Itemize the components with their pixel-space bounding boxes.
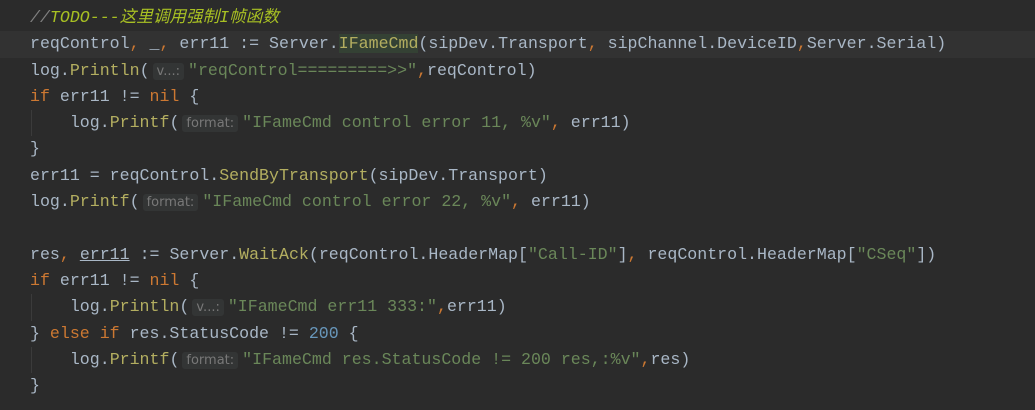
code-token: _ [139, 34, 160, 54]
indent-guide [31, 346, 32, 374]
code-token: err11 := Server. [169, 34, 339, 54]
code-token: ( [169, 349, 180, 369]
code-line[interactable]: log.Printf(format:"IFameCmd control erro… [0, 110, 1035, 137]
code-token: res.StatusCode != [119, 323, 309, 343]
code-line[interactable]: log.Println(v...:"IFameCmd err11 333:",e… [0, 294, 1035, 321]
code-line[interactable]: log.Println(v...:"reqControl=========>>"… [0, 58, 1035, 84]
code-token: TODO---这里调用强制I帧函数 [49, 8, 279, 27]
code-line[interactable]: } [0, 136, 1035, 162]
code-token: , [436, 297, 447, 317]
code-token: if [30, 86, 50, 106]
indent-guide [31, 110, 32, 137]
code-line[interactable]: if err11 != nil { [0, 84, 1035, 110]
code-token: sipChannel.DeviceID [597, 34, 797, 54]
code-token: nil [149, 270, 180, 290]
code-token: ( [179, 297, 190, 317]
code-token: ]) [916, 244, 937, 264]
code-token: WaitAck [239, 244, 309, 264]
code-token: if [30, 270, 50, 290]
code-token: { [338, 323, 359, 343]
code-token: } [30, 139, 40, 159]
code-token: "reqControl=========>>" [188, 60, 418, 80]
code-line[interactable]: res, err11 := Server.WaitAck(reqControl.… [0, 242, 1035, 268]
code-token: err11 [79, 244, 130, 264]
code-token: nil [149, 86, 180, 106]
code-token: "CSeq" [856, 244, 917, 264]
code-token: ( [139, 60, 150, 80]
code-token: Println [109, 297, 180, 317]
code-token [70, 245, 80, 264]
code-line[interactable]: log.Printf(format:"IFameCmd res.StatusCo… [0, 346, 1035, 374]
parameter-hint: v...: [192, 299, 224, 317]
code-token: Printf [69, 192, 130, 212]
code-token: , [159, 34, 170, 54]
code-token: "IFameCmd control error 11, %v" [242, 113, 551, 133]
code-token: IFameCmd [338, 34, 419, 54]
code-token: res [30, 244, 60, 264]
code-token: (sipDev.Transport) [368, 165, 548, 185]
code-token: reqControl) [427, 60, 537, 80]
code-line[interactable] [0, 215, 1035, 241]
code-token: 200 [308, 323, 339, 343]
code-token: , [129, 34, 140, 54]
code-token: reqControl.HeaderMap[ [637, 244, 857, 264]
code-token: Printf [109, 349, 170, 369]
code-line[interactable]: if err11 != nil { [0, 268, 1035, 294]
code-token: Server.Serial) [806, 34, 947, 54]
code-token: "IFameCmd control error 22, %v" [202, 192, 512, 212]
indent-guide [31, 294, 32, 321]
code-token: err11 != [49, 86, 150, 106]
code-line[interactable]: } else if res.StatusCode != 200 { [0, 321, 1035, 347]
code-line[interactable]: reqControl, _, err11 := Server.IFameCmd(… [0, 31, 1035, 58]
code-token: , [550, 113, 561, 133]
code-token: err11) [521, 192, 591, 212]
code-token: , [640, 349, 651, 369]
code-token: ( [129, 192, 140, 212]
code-token: res) [650, 349, 691, 369]
code-token: { [179, 270, 200, 290]
code-token: , [511, 192, 521, 212]
code-token: log. [30, 192, 70, 212]
code-line[interactable]: //TODO---这里调用强制I帧函数 [0, 5, 1035, 31]
code-line[interactable]: err11 = reqControl.SendByTransport(sipDe… [0, 163, 1035, 189]
parameter-hint: format: [182, 351, 239, 369]
code-token: SendByTransport [219, 165, 369, 185]
code-token: err11 != [49, 270, 150, 290]
code-token: ] [617, 244, 628, 264]
code-token: "Call-ID" [527, 244, 618, 264]
code-token: , [796, 34, 807, 54]
code-token: { [179, 86, 200, 106]
code-token: "IFameCmd res.StatusCode != 200 res,:%v" [242, 349, 641, 369]
code-token: log. [69, 297, 110, 317]
code-token: "IFameCmd err11 333:" [227, 297, 437, 317]
code-token: ( [169, 113, 180, 133]
code-token: log. [69, 349, 110, 369]
code-token: reqControl [30, 34, 130, 54]
code-line[interactable]: } [0, 373, 1035, 399]
code-token: , [587, 34, 598, 54]
code-token: } [30, 323, 50, 343]
code-token: err11) [446, 297, 507, 317]
code-token: , [59, 244, 70, 264]
code-token: Println [69, 60, 140, 80]
code-token: err11 = reqControl. [30, 165, 220, 185]
code-token: := Server. [129, 244, 240, 264]
code-line[interactable]: log.Printf(format:"IFameCmd control erro… [0, 189, 1035, 215]
parameter-hint: v...: [152, 62, 184, 80]
parameter-hint: format: [182, 115, 239, 133]
code-token: else if [49, 323, 120, 343]
code-token: log. [30, 60, 70, 80]
parameter-hint: format: [142, 194, 199, 212]
code-token: (reqControl.HeaderMap[ [308, 244, 528, 264]
code-token: (sipDev.Transport [418, 34, 588, 54]
code-token: err11) [560, 113, 631, 133]
code-token: log. [69, 113, 110, 133]
code-token: , [627, 244, 638, 264]
code-token: // [30, 8, 50, 27]
code-token: , [417, 60, 427, 80]
code-token: } [30, 376, 40, 396]
code-token: Printf [109, 113, 170, 133]
